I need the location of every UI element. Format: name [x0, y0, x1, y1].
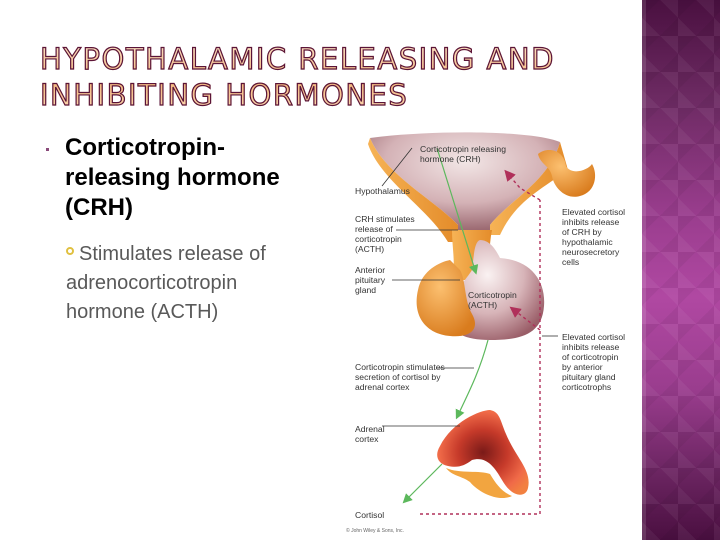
decorative-side-band	[642, 0, 720, 540]
slide-title: Hypothalamic Releasing and Inhibiting Ho…	[39, 41, 600, 113]
label-hypothalamus: Hypothalamus	[355, 186, 410, 196]
label-cortisol: Cortisol	[355, 510, 385, 520]
label-feedback-acth: Elevated cortisol inhibits release of co…	[562, 332, 626, 392]
hpa-axis-illustration	[368, 132, 596, 515]
label-adrenal-cortex: Adrenal cortex	[355, 424, 385, 444]
label-crh: Corticotropin releasing hormone (CRH)	[420, 144, 506, 164]
label-acth-stimulates: Corticotropin stimulates secretion of co…	[355, 362, 445, 392]
square-bullet-icon	[46, 148, 49, 151]
bullet-text-acth: Stimulates release of adrenocorticotropi…	[66, 243, 266, 323]
label-crh-stimulates: CRH stimulates release of corticotropin …	[355, 214, 415, 254]
bullet-text-crh: Corticotropin-releasing hormone (CRH)	[65, 134, 280, 221]
label-anterior-pituitary: Anterior pituitary gland	[355, 265, 386, 295]
circle-bullet-icon	[66, 247, 74, 255]
label-feedback-crh: Elevated cortisol inhibits release of CR…	[562, 207, 626, 267]
copyright-notice: © John Wiley & Sons, Inc.	[346, 528, 404, 534]
hpa-axis-diagram: Corticotropin releasing hormone (CRH) Hy…	[340, 130, 640, 540]
label-acth: Corticotropin (ACTH)	[468, 290, 517, 310]
